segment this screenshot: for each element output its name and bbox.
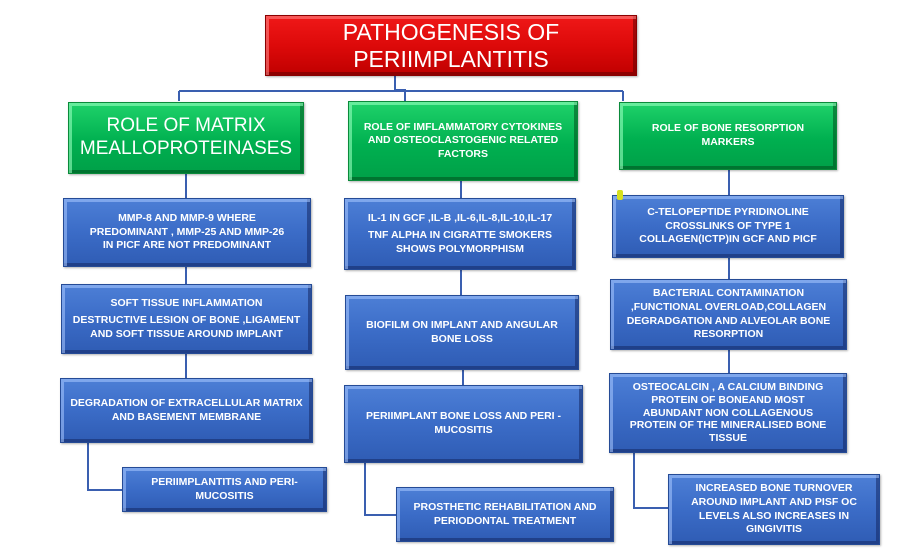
node-periimplantitis-mucositis: PERIIMPLANTITIS AND PERI- MUCOSITIS [122,467,327,512]
header-line: AND OSTEOCLASTOGENIC RELATED [367,134,559,147]
highlight-marker [617,190,623,200]
node-line: IN PICF ARE NOT PREDOMINANT [102,239,272,252]
title-line: PERIIMPLANTITIS [353,45,549,72]
node-line: PROTEIN OF BONEAND MOST [651,393,805,406]
connector-c2-n3-n4 [364,463,396,516]
node-biofilm: BIOFILM ON IMPLANT AND ANGULAR BONE LOSS [345,295,579,370]
header-line: MEALLOPROTEINASES [79,138,293,159]
node-line: PROTEIN OF THE MINERALISED BONE [629,419,827,432]
node-line: COLLAGEN(ICTP)IN GCF AND PICF [639,233,817,246]
node-line: OSTEOCALCIN , A CALCIUM BINDING [632,381,824,393]
node-interleukins: IL-1 IN GCF ,IL-B ,IL-6,IL-8,IL-10,IL-17… [344,198,576,270]
node-osteocalcin: OSTEOCALCIN , A CALCIUM BINDING PROTEIN … [609,373,847,453]
node-line: ,FUNCTIONAL OVERLOAD,COLLAGEN [630,300,827,313]
node-line: PREDOMINANT , MMP-25 AND MMP-26 [89,225,285,238]
node-mmp-types: MMP-8 AND MMP-9 WHERE PREDOMINANT , MMP-… [63,198,311,267]
header-line: FACTORS [438,147,488,160]
node-line: C-TELOPEPTIDE PYRIDINOLINE [647,206,809,219]
node-line: BACTERIAL CONTAMINATION [652,287,805,300]
node-line: BIOFILM ON IMPLANT AND ANGULAR [366,318,558,331]
connector-title-to-bus [394,76,406,91]
node-line: AND BASEMENT MEMBRANE [111,410,262,423]
node-line: CROSSLINKS OF TYPE 1 [665,219,791,232]
node-line: INCREASED BONE TURNOVER [695,482,853,495]
node-line: SHOWS POLYMORPHISM [396,242,524,255]
node-line: IL-1 IN GCF ,IL-B ,IL-6,IL-8,IL-10,IL-17 [367,211,553,224]
node-bone-turnover: INCREASED BONE TURNOVER AROUND IMPLANT A… [668,474,880,545]
node-line: LEVELS ALSO INCREASES IN [698,509,850,522]
node-line: MMP-8 AND MMP-9 WHERE [118,212,256,225]
connector-c1-n3-n4 [87,443,122,491]
node-bone-loss-mucositis: PERIIMPLANT BONE LOSS AND PERI - MUCOSIT… [344,385,583,463]
node-line: DEGRADGATION AND ALVEOLAR BONE [626,314,831,327]
node-line: BONE LOSS [431,332,493,345]
column-header-mmp: ROLE OF MATRIX MEALLOPROTEINASES [68,102,304,174]
node-line: PROSTHETIC REHABILITATION AND [413,500,597,513]
column-header-cytokines: ROLE OF IMFLAMMATORY CYTOKINES AND OSTEO… [348,101,578,181]
node-line: ABUNDANT NON COLLAGENOUS [642,406,814,419]
node-line: TISSUE [709,432,747,445]
node-line: MUCOSITIS [434,424,493,436]
header-line: ROLE OF MATRIX [106,115,266,137]
header-line: ROLE OF BONE RESORPTION [651,122,805,135]
node-line: PERIIMPLANTITIS AND PERI- [151,475,298,488]
title-line: PATHOGENESIS OF [342,19,560,46]
node-line: AROUND IMPLANT AND PISF OC [691,495,857,508]
connector-c3-n3-n4 [633,453,668,509]
node-line: DESTRUCTIVE LESION OF BONE ,LIGAMENT [72,314,301,327]
header-line: MARKERS [701,136,755,148]
node-ecm-degradation: DEGRADATION OF EXTRACELLULAR MATRIX AND … [60,378,313,443]
node-prosthetic-rehabilitation: PROSTHETIC REHABILITATION AND PERIODONTA… [396,487,614,542]
node-line: GINGIVITIS [745,523,802,536]
node-line: DEGRADATION OF EXTRACELLULAR MATRIX [70,396,303,409]
header-line: ROLE OF IMFLAMMATORY CYTOKINES [363,120,563,133]
column-header-bone-resorption: ROLE OF BONE RESORPTION MARKERS [619,102,837,170]
node-line: RESORPTION [693,328,764,341]
node-line: SOFT TISSUE INFLAMMATION [110,296,263,309]
node-line: MUCOSITIS [195,489,254,502]
node-ictp: C-TELOPEPTIDE PYRIDINOLINE CROSSLINKS OF… [612,195,844,258]
diagram-title: PATHOGENESIS OF PERIIMPLANTITIS [265,15,637,76]
node-line: PERIIMPLANT BONE LOSS AND PERI - [365,410,562,423]
node-bacterial-contamination: BACTERIAL CONTAMINATION ,FUNCTIONAL OVER… [610,279,847,350]
node-line: TNF ALPHA IN CIGRATTE SMOKERS [368,229,552,242]
node-soft-tissue-inflammation: SOFT TISSUE INFLAMMATION DESTRUCTIVE LES… [61,284,312,354]
node-line: AND SOFT TISSUE AROUND IMPLANT [90,327,283,340]
node-line: PERIODONTAL TREATMENT [433,514,577,527]
